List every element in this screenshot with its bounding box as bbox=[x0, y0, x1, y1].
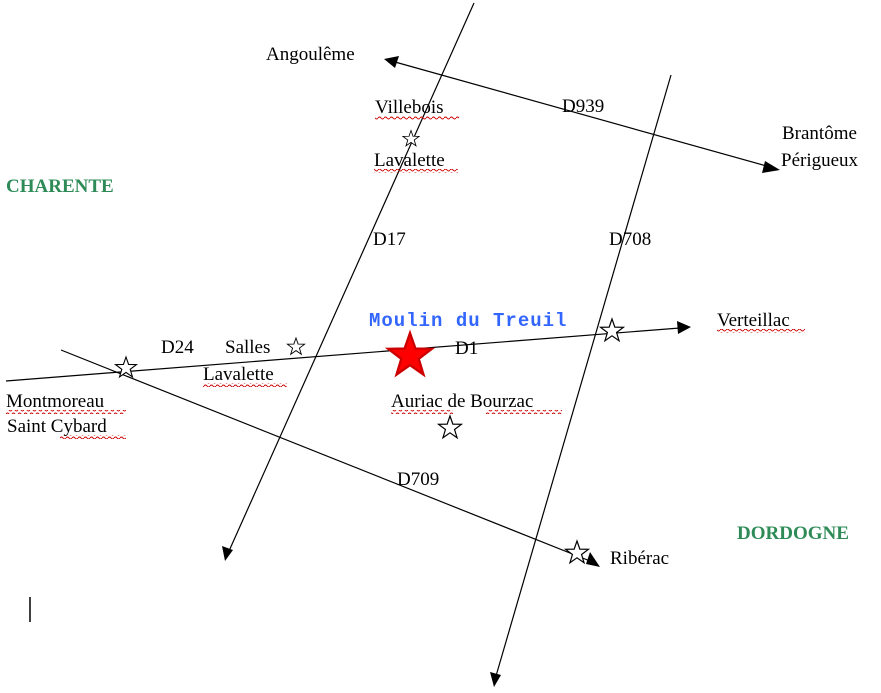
town-label-salles: Salles bbox=[225, 337, 270, 358]
town-label-verteillac: Verteillac bbox=[717, 310, 790, 331]
spellcheck-underline bbox=[60, 435, 126, 439]
destination-star-icon bbox=[384, 329, 436, 378]
road-d17 bbox=[228, 2, 475, 552]
town-label-salles-lavalette: Lavalette bbox=[203, 364, 274, 385]
star-villebois-icon bbox=[401, 129, 421, 147]
star-riberac-icon bbox=[563, 539, 591, 565]
spellcheck-underline bbox=[375, 116, 459, 120]
road-d709 bbox=[60, 349, 591, 562]
town-label-angouleme: Angoulême bbox=[266, 44, 355, 65]
town-label-villebois: Villebois bbox=[375, 97, 444, 118]
star-montmoreau-icon bbox=[113, 355, 139, 379]
town-label-auriac: Auriac de Bourzac bbox=[391, 391, 533, 412]
road-label-d24: D24 bbox=[161, 337, 194, 358]
star-auriac-icon bbox=[436, 414, 464, 440]
town-label-villebois-lavalette: Lavalette bbox=[374, 150, 445, 171]
town-label-saint-cybard: Saint Cybard bbox=[7, 416, 107, 437]
arrow-south-d708 bbox=[490, 672, 501, 687]
road-label-d17: D17 bbox=[373, 229, 406, 250]
road-d939 bbox=[394, 61, 771, 168]
road-label-d1: D1 bbox=[455, 338, 478, 359]
town-label-montmoreau: Montmoreau bbox=[6, 391, 105, 412]
star-salles-icon bbox=[286, 336, 306, 356]
spellcheck-underline bbox=[6, 410, 126, 414]
town-markers bbox=[113, 129, 626, 565]
arrow-west-angouleme bbox=[384, 56, 399, 68]
roads bbox=[5, 2, 780, 687]
road-label-d939: D939 bbox=[562, 96, 604, 117]
spellcheck-underline bbox=[717, 329, 805, 333]
arrow-east-perigueux bbox=[762, 161, 780, 173]
spellcheck-underline bbox=[486, 410, 562, 414]
region-label-charente: CHARENTE bbox=[6, 176, 114, 197]
road-d708 bbox=[495, 74, 672, 677]
town-label-brantome: Brantôme bbox=[782, 123, 857, 144]
town-label-perigueux: Périgueux bbox=[781, 150, 859, 171]
road-label-d708: D708 bbox=[609, 229, 651, 250]
destination-label: Moulin du Treuil bbox=[369, 310, 567, 332]
spellcheck-underline bbox=[374, 169, 458, 173]
arrow-southeast-riberac bbox=[586, 552, 600, 567]
road-d1 bbox=[5, 327, 681, 382]
arrow-south-d17 bbox=[222, 546, 233, 561]
spellcheck-underline bbox=[391, 410, 453, 414]
town-label-riberac: Ribérac bbox=[610, 548, 669, 569]
star-verteillac-icon bbox=[598, 317, 626, 343]
region-label-dordogne: DORDOGNE bbox=[737, 523, 849, 544]
arrow-east-verteillac bbox=[677, 321, 691, 334]
road-label-d709: D709 bbox=[397, 469, 439, 490]
spellcheck-underline bbox=[203, 383, 287, 387]
